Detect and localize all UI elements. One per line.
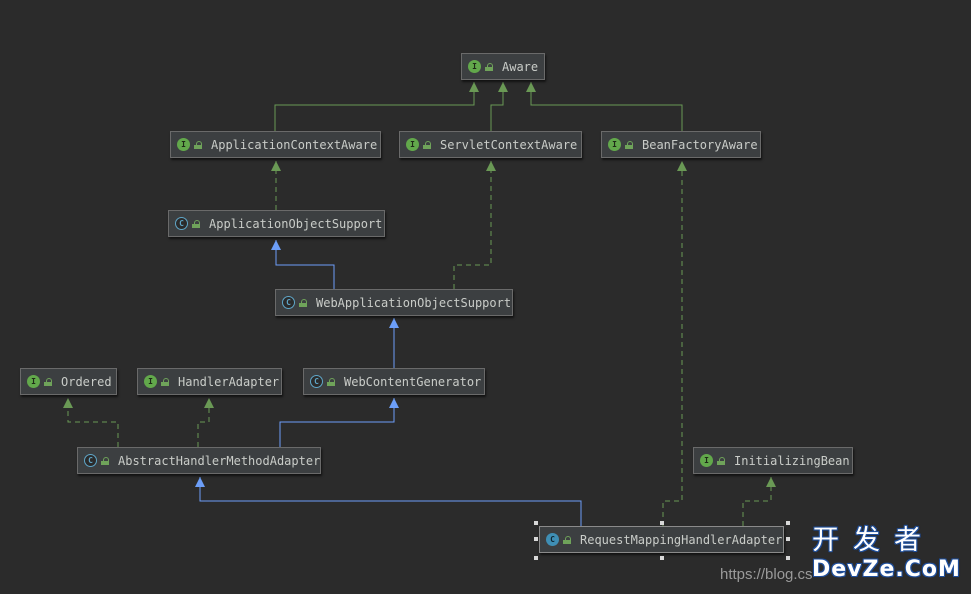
node-aware[interactable]: I Aware	[461, 53, 545, 80]
abstract-class-icon: C	[175, 217, 188, 230]
edge-rmha-initializingbean	[742, 477, 772, 526]
watermark-brand-cn: 开发者	[812, 525, 935, 556]
class-icon: C	[546, 533, 559, 546]
node-label: InitializingBean	[734, 453, 850, 468]
arrow-appobjsupport	[271, 240, 281, 250]
arrow-initializingbean	[766, 477, 776, 487]
node-label: Ordered	[61, 374, 112, 389]
selection-handle-top-left[interactable]	[534, 521, 538, 525]
public-access-icon	[625, 140, 634, 149]
interface-icon: I	[700, 454, 713, 467]
node-bean-factory-aware[interactable]: I BeanFactoryAware	[601, 131, 761, 158]
node-abstract-handler-method-adapter[interactable]: C AbstractHandlerMethodAdapter	[77, 447, 321, 474]
selection-handle-middle-right[interactable]	[786, 537, 790, 541]
interface-icon: I	[468, 60, 481, 73]
edge-beanfactoryaware-aware	[530, 82, 683, 131]
selection-handle-bottom-left[interactable]	[534, 556, 538, 560]
edge-ahma-handleradapter	[197, 398, 210, 447]
public-access-icon	[194, 140, 203, 149]
watermark-brand-en: DevZe.CoM	[812, 557, 961, 582]
selection-handle-bottom-middle[interactable]	[660, 556, 664, 560]
arrow-webappobj	[389, 318, 399, 328]
node-label: HandlerAdapter	[178, 374, 280, 389]
edge-appctxaware-aware	[274, 82, 475, 131]
node-application-context-aware[interactable]: I ApplicationContextAware	[170, 131, 381, 158]
node-label: ServletContextAware	[440, 137, 578, 152]
public-access-icon	[192, 219, 201, 228]
node-request-mapping-handler-adapter[interactable]: C RequestMappingHandlerAdapter	[539, 526, 784, 553]
edge-rmha-ahma	[199, 477, 582, 526]
abstract-class-icon: C	[310, 375, 323, 388]
arrow-aware-2	[498, 82, 508, 92]
selection-handle-middle-left[interactable]	[534, 537, 538, 541]
node-application-object-support[interactable]: C ApplicationObjectSupport	[168, 210, 385, 237]
node-label: ApplicationObjectSupport	[209, 216, 383, 231]
arrow-handleradapter	[204, 398, 214, 408]
edge-servletctxaware-aware	[490, 82, 504, 131]
edge-webappobj-appobj	[275, 240, 335, 289]
node-label: AbstractHandlerMethodAdapter	[118, 453, 321, 468]
node-web-content-generator[interactable]: C WebContentGenerator	[303, 368, 485, 395]
selection-handle-top-right[interactable]	[786, 521, 790, 525]
arrow-beanfactoryaware	[677, 161, 687, 171]
public-access-icon	[299, 298, 308, 307]
edge-webappobj-servletctx	[453, 161, 492, 289]
selection-handle-bottom-right[interactable]	[786, 556, 790, 560]
watermark-logo: 开发者 DevZe.CoM	[812, 526, 962, 582]
public-access-icon	[717, 456, 726, 465]
selection-handle-top-middle[interactable]	[660, 521, 664, 525]
public-access-icon	[44, 377, 53, 386]
node-initializing-bean[interactable]: I InitializingBean	[693, 447, 853, 474]
node-label: Aware	[502, 59, 539, 74]
public-access-icon	[161, 377, 170, 386]
node-label: BeanFactoryAware	[642, 137, 758, 152]
arrow-ahma	[195, 477, 205, 487]
interface-icon: I	[27, 375, 40, 388]
arrow-aware-3	[526, 82, 536, 92]
public-access-icon	[563, 535, 572, 544]
node-label: RequestMappingHandlerAdapter	[580, 532, 783, 547]
arrow-appctxaware	[271, 161, 281, 171]
node-label: ApplicationContextAware	[211, 137, 378, 152]
abstract-class-icon: C	[282, 296, 295, 309]
edge-ahma-wcg	[279, 398, 395, 447]
node-handler-adapter[interactable]: I HandlerAdapter	[137, 368, 282, 395]
node-label: WebApplicationObjectSupport	[316, 295, 512, 310]
node-servlet-context-aware[interactable]: I ServletContextAware	[399, 131, 582, 158]
arrow-wcg	[389, 398, 399, 408]
interface-icon: I	[406, 138, 419, 151]
node-ordered[interactable]: I Ordered	[20, 368, 117, 395]
node-label: WebContentGenerator	[344, 374, 482, 389]
public-access-icon	[101, 456, 110, 465]
public-access-icon	[423, 140, 432, 149]
edge-ahma-ordered	[67, 398, 119, 447]
arrow-ordered	[63, 398, 73, 408]
node-web-application-object-support[interactable]: C WebApplicationObjectSupport	[275, 289, 513, 316]
arrow-aware-1	[469, 82, 479, 92]
abstract-class-icon: C	[84, 454, 97, 467]
interface-icon: I	[177, 138, 190, 151]
watermark-url: https://blog.cs	[720, 566, 813, 583]
interface-icon: I	[608, 138, 621, 151]
edge-rmha-beanfactoryaware	[662, 161, 683, 526]
public-access-icon	[327, 377, 336, 386]
public-access-icon	[485, 62, 494, 71]
arrow-servletctxaware	[486, 161, 496, 171]
interface-icon: I	[144, 375, 157, 388]
